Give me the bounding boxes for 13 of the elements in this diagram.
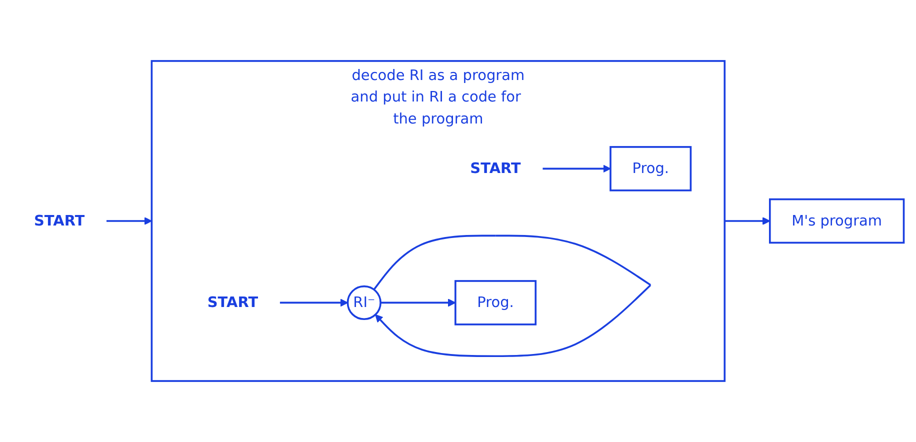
node-text: START: [207, 294, 258, 311]
node-circle: RI⁻: [346, 285, 382, 320]
arrow: [280, 298, 348, 307]
node-box: M's program: [768, 198, 905, 244]
node-box: Prog.: [454, 280, 537, 326]
arrow: [380, 298, 456, 307]
arrow: [373, 234, 652, 357]
node-text: START: [470, 160, 521, 177]
arrow: [106, 217, 152, 225]
arrow: [724, 217, 770, 225]
node-text: START: [34, 212, 85, 230]
arrow: [542, 164, 611, 173]
node-box: Prog.: [610, 146, 692, 192]
